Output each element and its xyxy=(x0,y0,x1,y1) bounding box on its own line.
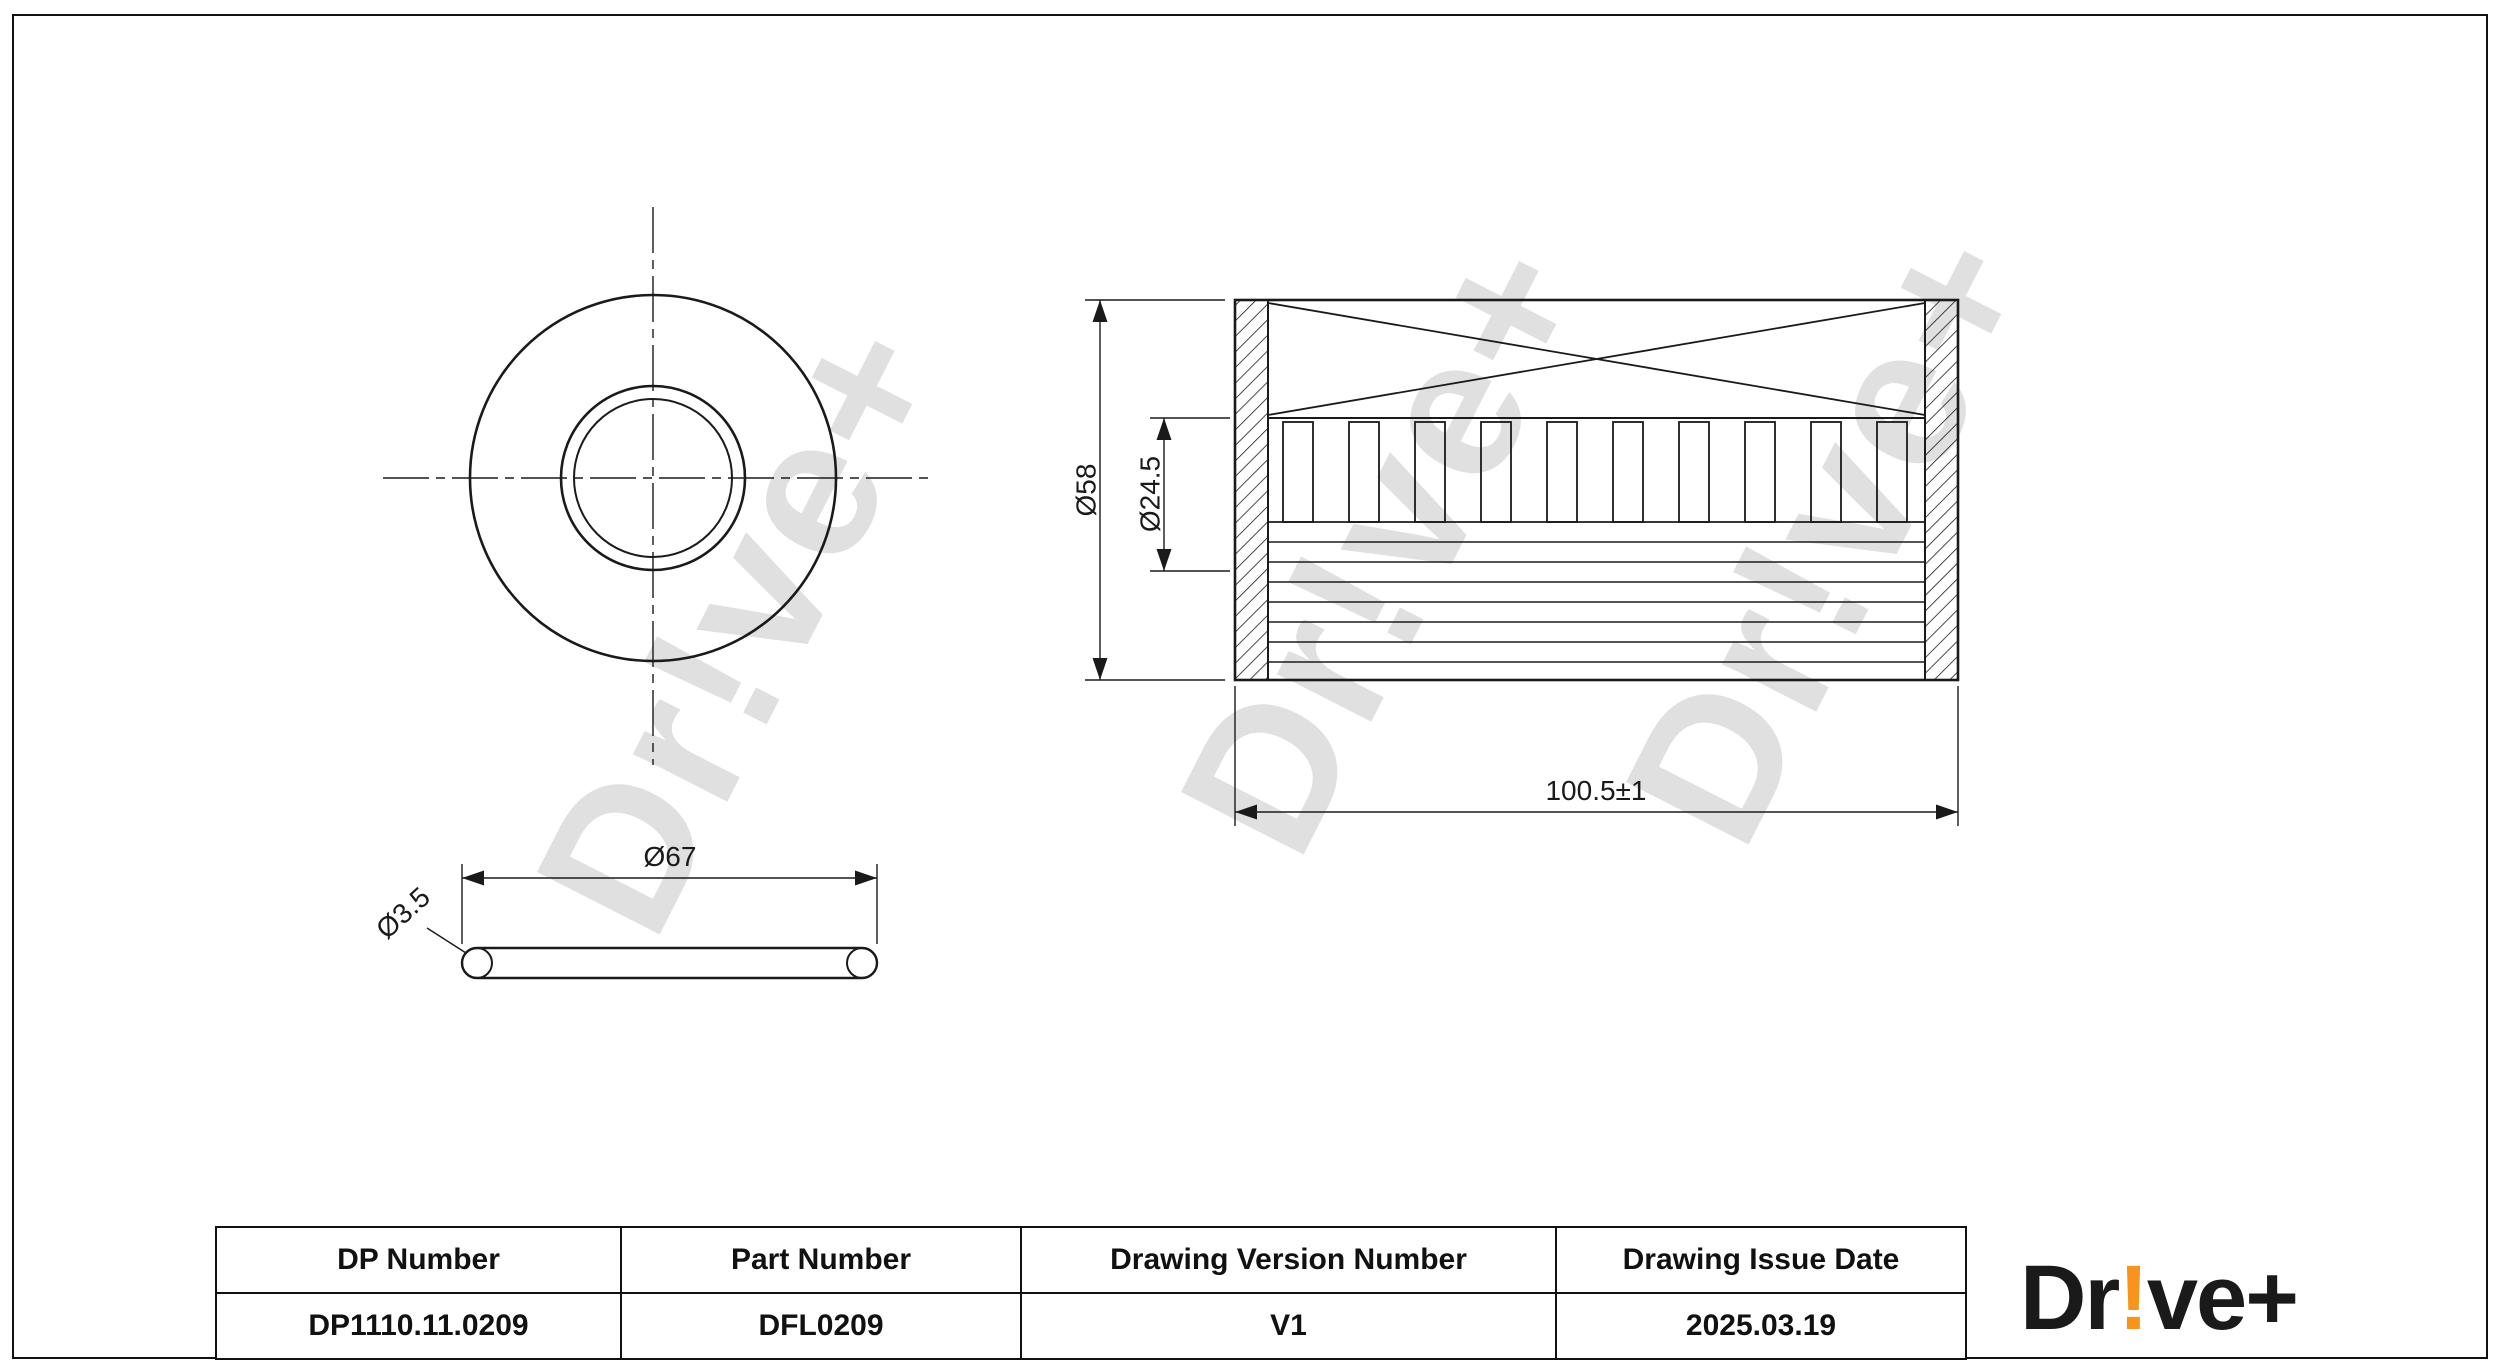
brand-logo: Dr!ve+ xyxy=(2020,1252,2299,1344)
cartridge-outline xyxy=(1233,298,1960,682)
dim-label-length: 100.5±1 xyxy=(1545,775,1646,806)
oring-right-section xyxy=(846,947,878,979)
right-end-cap xyxy=(1924,299,1959,681)
dimensions: Ø58 Ø24.5 100.5±1 xyxy=(1071,299,1959,826)
dim-cartridge-outer-diameter: Ø58 xyxy=(1071,299,1225,681)
drawing-version-header: Drawing Version Number xyxy=(1020,1226,1557,1294)
inner-bore-inner-circle xyxy=(573,398,733,558)
drawing-issue-date-header: Drawing Issue Date xyxy=(1555,1226,1967,1294)
dp-number-header: DP Number xyxy=(215,1226,622,1294)
outer-circle xyxy=(468,293,838,663)
side-view xyxy=(1233,298,1960,682)
inner-bore-outer-circle xyxy=(559,384,747,572)
dim-oring-diameter: Ø67 xyxy=(461,841,878,944)
dim-oring-cross-section: Ø3.5 xyxy=(370,881,467,954)
pleat-teeth xyxy=(1282,421,1908,523)
dp-number-value: DP1110.11.0209 xyxy=(215,1292,622,1360)
oring-left-section xyxy=(461,947,493,979)
drawing-issue-date-value: 2025.03.19 xyxy=(1555,1292,1967,1360)
left-end-cap xyxy=(1234,299,1269,681)
oring-leader-line xyxy=(426,927,467,954)
dim-label-outer-diameter: Ø58 xyxy=(1071,464,1102,517)
dim-label-oring-cross-section: Ø3.5 xyxy=(370,881,436,945)
dim-label-oring-diameter: Ø67 xyxy=(644,841,697,872)
dim-label-inner-diameter: Ø24.5 xyxy=(1135,456,1166,532)
oring-view xyxy=(460,946,879,980)
front-view xyxy=(383,207,933,765)
logo-prefix: Dr xyxy=(2020,1247,2120,1349)
title-block: DP Number Part Number Drawing Version Nu… xyxy=(215,1226,1967,1360)
oring-body xyxy=(460,946,879,980)
dim-cartridge-length: 100.5±1 xyxy=(1234,686,1959,826)
drawing-version-value: V1 xyxy=(1020,1292,1557,1360)
logo-exclamation: ! xyxy=(2118,1247,2149,1349)
part-number-header: Part Number xyxy=(620,1226,1022,1294)
title-block-value-row: DP1110.11.0209 DFL0209 V1 2025.03.19 xyxy=(215,1292,1967,1360)
media-lines xyxy=(1268,541,1925,663)
part-number-value: DFL0209 xyxy=(620,1292,1022,1360)
dim-cartridge-inner-diameter: Ø24.5 xyxy=(1135,417,1230,572)
logo-suffix: ve+ xyxy=(2146,1247,2299,1349)
shell-cross-diagonal-2 xyxy=(1267,302,1926,416)
title-block-header-row: DP Number Part Number Drawing Version Nu… xyxy=(215,1226,1967,1294)
